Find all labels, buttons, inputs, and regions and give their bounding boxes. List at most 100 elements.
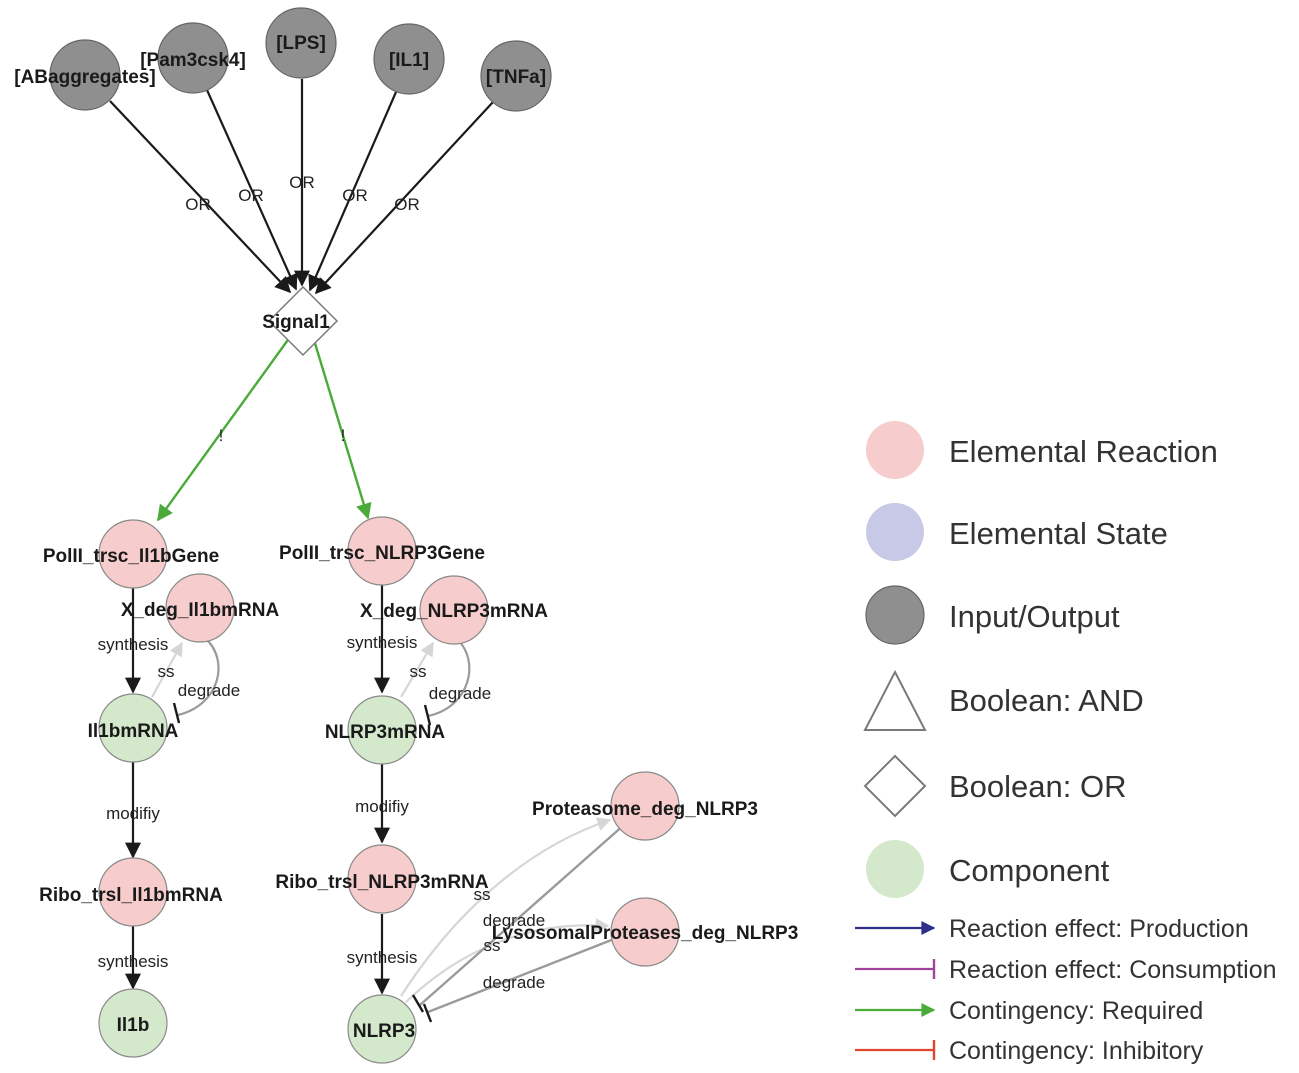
node-label-xdeg-nlrp3: X_deg_NLRP3mRNA — [360, 601, 548, 622]
edge-label-synthesis-il1bmrna: synthesis — [98, 635, 169, 654]
edge-il1bmrna-xdeg-ss — [151, 641, 183, 698]
edge-tnfa-signal1 — [314, 101, 494, 295]
legend-label-component: Component — [949, 853, 1110, 888]
legend-label-consumption: Reaction effect: Consumption — [949, 956, 1277, 984]
node-label-il1bmrna: Il1bmRNA — [88, 721, 179, 742]
node-labels: [ABaggregates] [Pam3csk4] [LPS] [IL1] [T… — [14, 33, 798, 1042]
legend: Elemental Reaction Elemental State Input… — [855, 421, 1277, 1065]
reaction-node-lysosomal[interactable] — [610, 897, 680, 967]
node-label-lysosomal: LysosomalProteases_deg_NLRP3 — [492, 923, 799, 944]
legend-label-boolean-or: Boolean: OR — [949, 769, 1127, 804]
legend-swatch-boolean-and-triangle — [863, 669, 927, 731]
node-label-pam3csk4: [Pam3csk4] — [140, 50, 246, 71]
reaction-node-polii-il1b[interactable] — [98, 519, 168, 589]
edge-lysosomal-nlrp3-degrade — [427, 937, 615, 1014]
node-label-tnfa: [TNFa] — [486, 67, 546, 88]
legend-label-elemental-reaction: Elemental Reaction — [949, 434, 1218, 469]
input-node-il1[interactable] — [373, 23, 445, 95]
legend-label-boolean-and: Boolean: AND — [949, 683, 1144, 718]
legend-swatch-boolean-or-diamond — [863, 754, 927, 818]
component-node-il1b[interactable] — [98, 988, 168, 1058]
edge-abaggregates-signal1 — [109, 100, 292, 294]
signal1-or-node[interactable] — [267, 285, 339, 357]
component-node-il1bmrna[interactable] — [98, 693, 168, 763]
edge-label-synthesis-nlrp3mrna: synthesis — [347, 633, 418, 652]
node-label-nlrp3: NLRP3 — [353, 1021, 415, 1042]
edge-label-degrade-nlrp3: degrade — [429, 684, 491, 703]
legend-label-production: Reaction effect: Production — [949, 915, 1249, 943]
input-node-lps[interactable] — [265, 7, 337, 79]
edge-labels: OR OR OR OR OR ! ! synthesis ss degrade … — [98, 173, 546, 992]
reaction-node-ribo-nlrp3[interactable] — [347, 844, 417, 914]
component-node-nlrp3[interactable] — [347, 994, 417, 1064]
reaction-node-proteasome[interactable] — [610, 771, 680, 841]
edge-label-modifiy-nlrp3: modifiy — [355, 797, 409, 816]
edge-signal1-polii-il1b — [157, 336, 291, 522]
node-label-ribo-il1b: Ribo_trsl_Il1bmRNA — [39, 885, 223, 906]
edge-label-degrade-il1b: degrade — [178, 681, 240, 700]
edge-nlrp3mrna-xdeg-ss — [400, 641, 434, 698]
component-node-nlrp3mrna[interactable] — [347, 695, 417, 765]
input-node-abaggregates[interactable] — [49, 39, 121, 111]
edge-xdeg-il1bmrna-degrade — [177, 637, 220, 717]
node-label-il1b: Il1b — [117, 1015, 150, 1036]
edge-label-ss-lysosomal: ss — [484, 936, 501, 955]
edge-signal1-polii-nlrp3 — [312, 339, 372, 520]
node-label-xdeg-il1b: X_deg_Il1bmRNA — [121, 600, 280, 621]
input-nodes — [49, 7, 552, 112]
input-node-pam3csk4[interactable] — [157, 22, 229, 94]
edge-label-degrade-lysosomal: degrade — [483, 973, 545, 992]
edge-pam3csk4-signal1 — [205, 89, 298, 291]
legend-swatch-elemental-state — [866, 503, 924, 561]
legend-label-elemental-state: Elemental State — [949, 516, 1168, 551]
node-label-il1: [IL1] — [389, 50, 429, 71]
edge-label-ss-nlrp3: ss — [410, 662, 427, 681]
nlrp3-column-edges — [374, 584, 626, 1023]
edge-label-or-3: OR — [289, 173, 315, 192]
degrade-il1b-bar — [172, 702, 181, 724]
edge-label-synthesis-nlrp3: synthesis — [347, 948, 418, 967]
reaction-nodes — [98, 516, 680, 967]
edge-label-degrade-proteasome: degrade — [483, 911, 545, 930]
legend-label-required: Contingency: Required — [949, 997, 1203, 1025]
reaction-node-polii-nlrp3[interactable] — [347, 516, 417, 586]
edge-label-ss-proteasome: ss — [474, 885, 491, 904]
edge-label-or-1: OR — [185, 195, 211, 214]
node-label-polii-nlrp3: PolII_trsc_NLRP3Gene — [279, 543, 485, 564]
edge-nlrp3-lysosomal-ss — [405, 918, 610, 1003]
reaction-node-xdeg-nlrp3[interactable] — [419, 575, 489, 645]
or-edges — [109, 79, 494, 295]
degrade-nlrp3-bar-2 — [422, 1003, 433, 1023]
edge-label-ss-il1b: ss — [158, 662, 175, 681]
component-nodes — [98, 693, 417, 1064]
edge-label-synthesis-il1b: synthesis — [98, 952, 169, 971]
edge-label-or-2: OR — [238, 186, 264, 205]
required-edges — [157, 336, 372, 522]
node-label-proteasome: Proteasome_deg_NLRP3 — [532, 799, 758, 820]
edge-label-required-2: ! — [341, 426, 346, 445]
node-label-abaggregates: [ABaggregates] — [14, 67, 155, 88]
edge-xdeg-nlrp3mrna-degrade — [427, 639, 471, 718]
node-label-nlrp3mrna: NLRP3mRNA — [325, 722, 446, 743]
reaction-node-xdeg-il1b[interactable] — [165, 573, 235, 643]
node-label-lps: [LPS] — [276, 33, 326, 54]
edge-label-or-4: OR — [342, 186, 368, 205]
degrade-nlrp3-bar — [423, 704, 432, 726]
legend-label-inhibitory: Contingency: Inhibitory — [949, 1037, 1204, 1065]
edge-proteasome-nlrp3-degrade — [419, 823, 626, 1006]
legend-label-input-output: Input/Output — [949, 599, 1120, 634]
node-label-polii-il1b: PolII_trsc_Il1bGene — [43, 546, 219, 567]
node-label-ribo-nlrp3: Ribo_trsl_NLRP3mRNA — [275, 872, 489, 893]
legend-swatch-component — [866, 840, 924, 898]
node-label-signal1: Signal1 — [262, 312, 330, 333]
input-node-tnfa[interactable] — [480, 40, 552, 112]
reaction-node-ribo-il1b[interactable] — [98, 857, 168, 927]
edge-label-or-5: OR — [394, 195, 420, 214]
edge-label-modifiy-il1b: modifiy — [106, 804, 160, 823]
legend-swatch-input-output — [865, 585, 925, 645]
edge-nlrp3-proteasome-ss — [400, 817, 612, 997]
legend-swatch-elemental-reaction — [866, 421, 924, 479]
edge-il1-signal1 — [308, 91, 398, 292]
degrade-nlrp3-bar-1 — [411, 994, 425, 1013]
